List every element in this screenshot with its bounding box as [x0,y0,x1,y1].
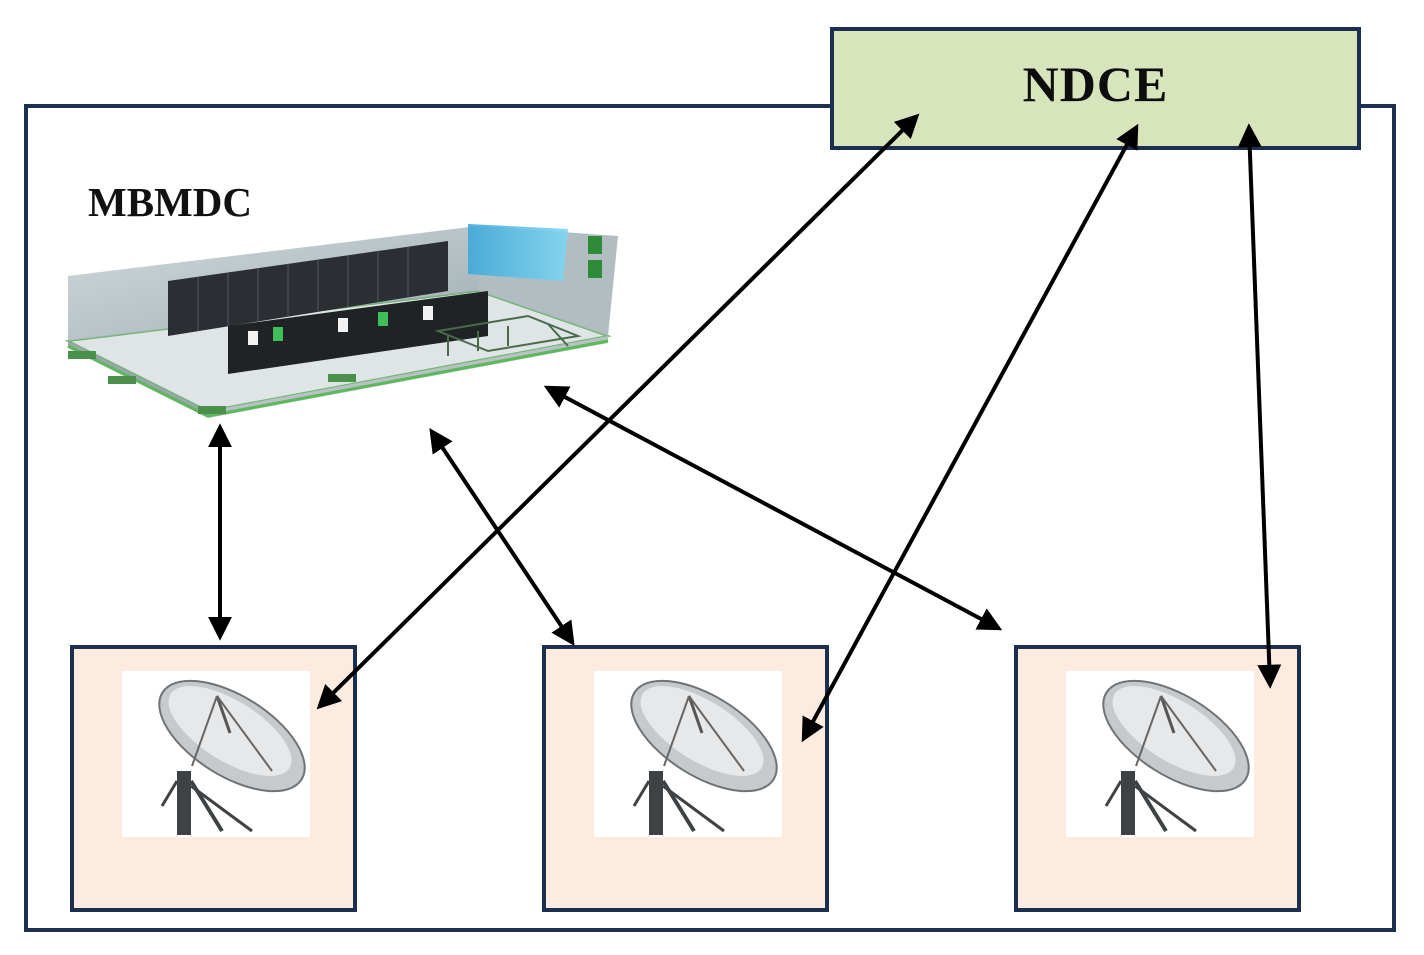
satellite-dish-icon [630,679,778,835]
ground-station-1 [70,645,357,912]
mbmdc-label: MBMDC [88,179,252,225]
network-boundary [24,104,1396,932]
satellite-dish-icon [158,679,306,835]
ground-station-3 [1014,645,1301,912]
data-center-icon [64,224,618,418]
ndce-label: NDCE [1022,55,1169,112]
ground-station-2 [542,645,829,912]
ndce-node: NDCE [830,27,1361,150]
satellite-dish-icon [1102,679,1250,835]
